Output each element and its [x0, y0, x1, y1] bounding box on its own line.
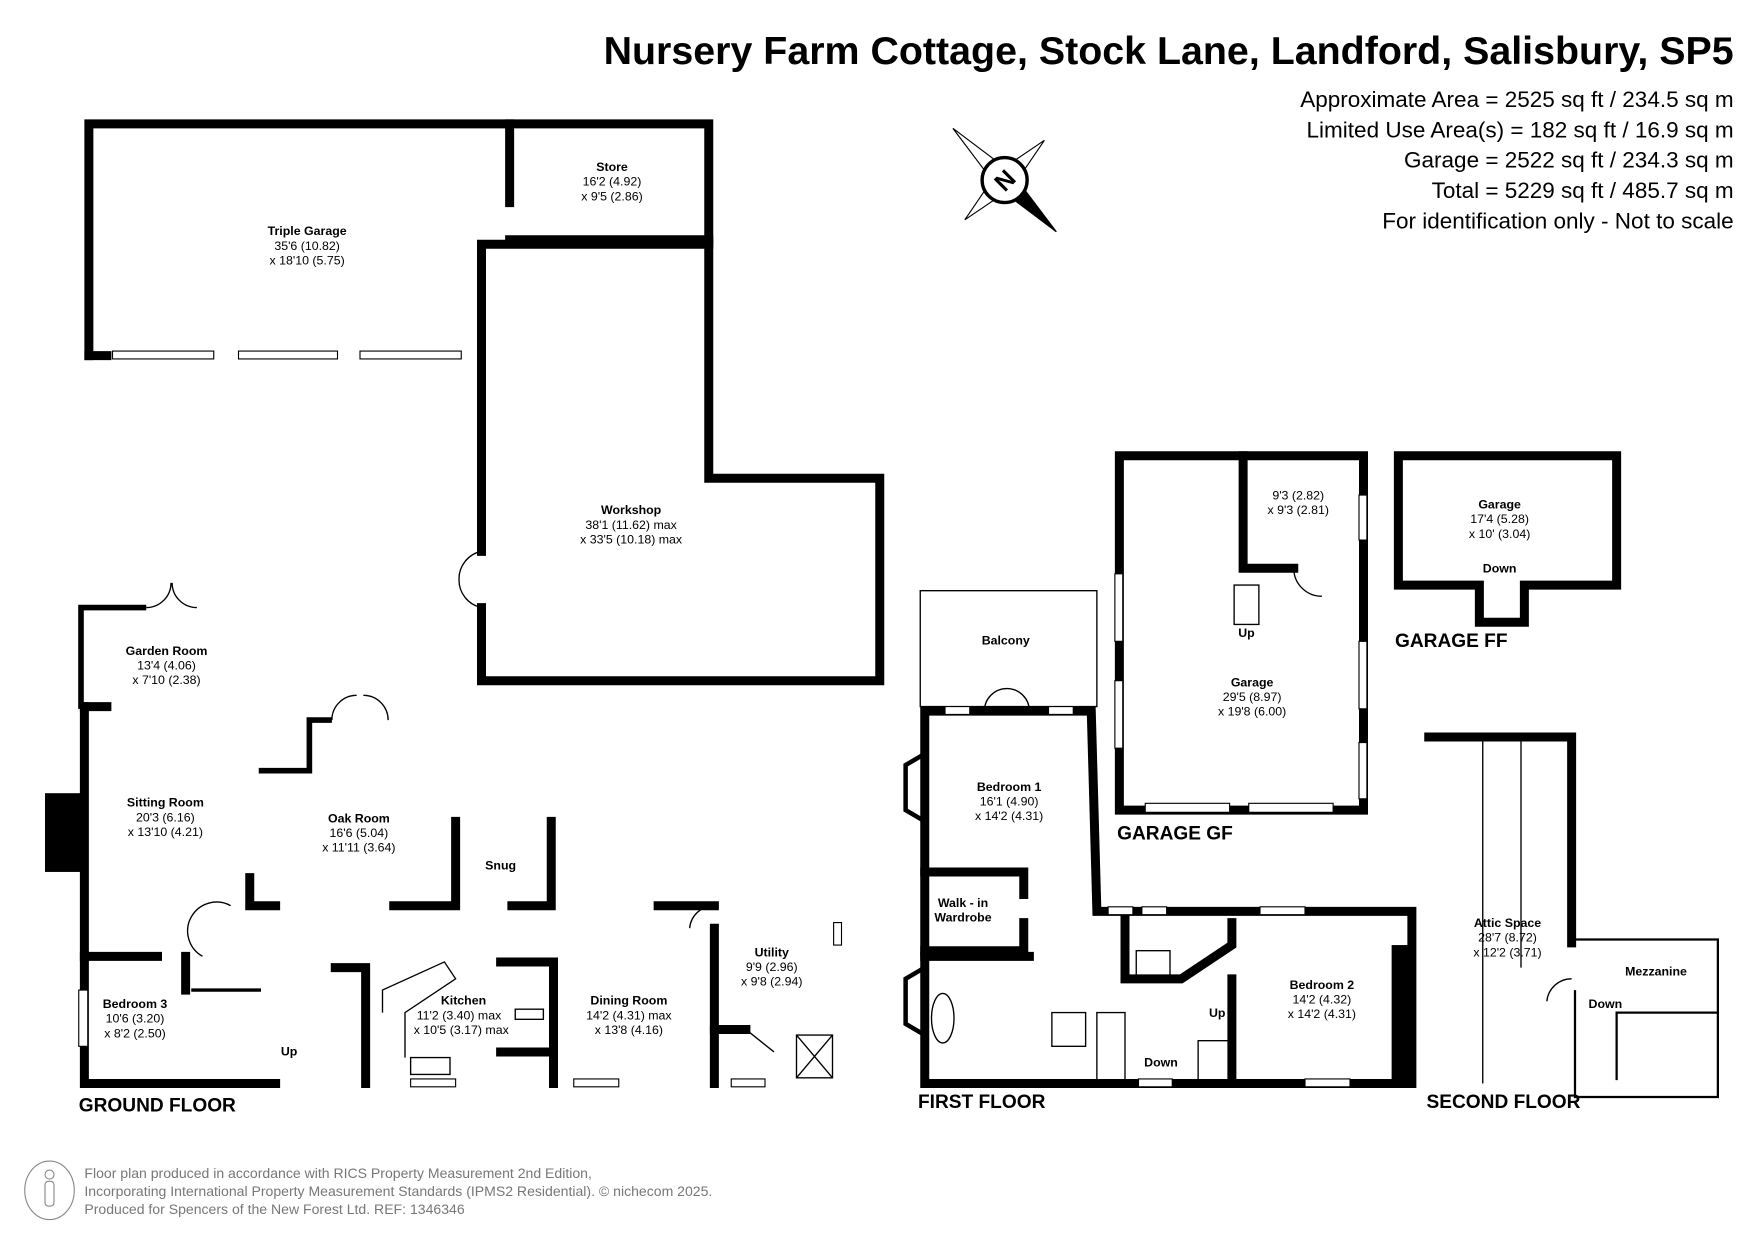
- svg-text:x 33'5 (10.18) max: x 33'5 (10.18) max: [580, 532, 683, 546]
- garage-ff-plan: [1393, 451, 1622, 627]
- footer-line-1: Floor plan produced in accordance with R…: [84, 1165, 592, 1181]
- garage-area: Garage = 2522 sq ft / 234.3 sq m: [1404, 148, 1734, 173]
- svg-text:Triple Garage: Triple Garage: [268, 224, 347, 238]
- svg-text:9'3 (2.82): 9'3 (2.82): [1272, 489, 1324, 503]
- svg-text:Bedroom 2: Bedroom 2: [1290, 978, 1355, 992]
- svg-text:Workshop: Workshop: [601, 503, 662, 517]
- person-icon: [24, 1160, 75, 1221]
- svg-text:13'4 (4.06): 13'4 (4.06): [137, 658, 196, 672]
- svg-text:Balcony: Balcony: [982, 634, 1030, 648]
- footer-line-3: Produced for Spencers of the New Forest …: [84, 1201, 464, 1217]
- svg-text:Kitchen: Kitchen: [441, 994, 486, 1008]
- svg-text:x 9'3 (2.81): x 9'3 (2.81): [1268, 503, 1329, 517]
- svg-text:x 10'5 (3.17) max: x 10'5 (3.17) max: [414, 1023, 510, 1037]
- stairs-down-garage-ff: Down: [1483, 562, 1517, 576]
- property-title: Nursery Farm Cottage, Stock Lane, Landfo…: [604, 29, 1734, 73]
- compass-icon: N: [952, 127, 1057, 233]
- svg-text:Garden Room: Garden Room: [126, 644, 208, 658]
- room-snug: Snug: [485, 859, 516, 873]
- svg-text:Utility: Utility: [755, 945, 789, 959]
- footer-line-2: Incorporating International Property Mea…: [84, 1183, 712, 1199]
- svg-text:x 8'2 (2.50): x 8'2 (2.50): [104, 1026, 165, 1040]
- svg-text:x 14'2 (4.31): x 14'2 (4.31): [975, 809, 1043, 823]
- total-area: Total = 5229 sq ft / 485.7 sq m: [1432, 178, 1734, 203]
- room-bedroom-1: Bedroom 116'1 (4.90)x 14'2 (4.31): [975, 780, 1043, 823]
- svg-text:Store: Store: [596, 160, 628, 174]
- svg-text:x 11'11 (3.64): x 11'11 (3.64): [322, 841, 395, 855]
- svg-text:17'4 (5.28): 17'4 (5.28): [1470, 512, 1529, 526]
- svg-text:9'9 (2.96): 9'9 (2.96): [746, 960, 798, 974]
- room-garage-gf-small: 9'3 (2.82)x 9'3 (2.81): [1268, 489, 1329, 518]
- svg-text:x 18'10 (5.75): x 18'10 (5.75): [270, 253, 345, 267]
- svg-text:x 13'10 (4.21): x 13'10 (4.21): [128, 825, 203, 839]
- svg-text:x 10' (3.04): x 10' (3.04): [1469, 527, 1530, 541]
- svg-text:Garage: Garage: [1231, 675, 1274, 689]
- svg-text:Bedroom 3: Bedroom 3: [103, 997, 168, 1011]
- room-mezzanine: Mezzanine: [1625, 964, 1687, 978]
- stairs-up-garage: Up: [1238, 626, 1255, 640]
- svg-text:Sitting Room: Sitting Room: [127, 796, 204, 810]
- floor-label-garage-gf: GARAGE GF: [1117, 823, 1233, 844]
- floor-label-garage-ff: GARAGE FF: [1395, 631, 1508, 652]
- svg-text:10'6 (3.20): 10'6 (3.20): [106, 1012, 165, 1026]
- svg-text:x 12'2 (3.71): x 12'2 (3.71): [1473, 945, 1541, 959]
- garage-gf-plan: [1114, 451, 1368, 815]
- svg-text:35'6 (10.82): 35'6 (10.82): [274, 239, 340, 253]
- svg-text:x 14'2 (4.31): x 14'2 (4.31): [1288, 1007, 1356, 1021]
- ground-floor-plan: [45, 119, 885, 1088]
- svg-text:x 9'8 (2.94): x 9'8 (2.94): [741, 975, 802, 989]
- svg-text:11'2 (3.40) max: 11'2 (3.40) max: [417, 1008, 502, 1022]
- svg-text:Bedroom 1: Bedroom 1: [977, 780, 1042, 794]
- svg-text:Wardrobe: Wardrobe: [934, 910, 991, 924]
- disclaimer: For identification only - Not to scale: [1382, 208, 1733, 233]
- floor-label-first: FIRST FLOOR: [918, 1092, 1046, 1113]
- svg-text:Dining Room: Dining Room: [590, 994, 667, 1008]
- approx-area: Approximate Area = 2525 sq ft / 234.5 sq…: [1300, 87, 1733, 112]
- svg-text:14'2 (4.31) max: 14'2 (4.31) max: [586, 1008, 672, 1022]
- limited-use-area: Limited Use Area(s) = 182 sq ft / 16.9 s…: [1307, 117, 1734, 142]
- svg-text:x 13'8 (4.16): x 13'8 (4.16): [595, 1023, 663, 1037]
- room-bedroom-2: Bedroom 214'2 (4.32)x 14'2 (4.31): [1288, 978, 1356, 1021]
- svg-text:16'1 (4.90): 16'1 (4.90): [980, 795, 1039, 809]
- room-balcony: Balcony: [982, 634, 1030, 648]
- svg-text:16'6 (5.04): 16'6 (5.04): [330, 826, 389, 840]
- first-floor-plan: [903, 590, 1417, 1088]
- svg-text:Oak Room: Oak Room: [328, 811, 390, 825]
- svg-text:28'7 (8.72): 28'7 (8.72): [1478, 931, 1537, 945]
- stairs-up-first: Up: [1209, 1006, 1226, 1020]
- svg-text:38'1 (11.62) max: 38'1 (11.62) max: [585, 518, 677, 532]
- svg-text:Mezzanine: Mezzanine: [1625, 964, 1687, 978]
- svg-text:14'2 (4.32): 14'2 (4.32): [1293, 993, 1352, 1007]
- svg-text:29'5 (8.97): 29'5 (8.97): [1223, 690, 1282, 704]
- svg-text:Garage: Garage: [1478, 498, 1521, 512]
- stairs-down-second: Down: [1589, 997, 1623, 1011]
- floor-label-ground: GROUND FLOOR: [79, 1096, 236, 1117]
- svg-text:Walk - in: Walk - in: [938, 896, 988, 910]
- svg-text:x 9'5 (2.86): x 9'5 (2.86): [581, 189, 642, 203]
- second-floor-plan: [1424, 732, 1719, 1099]
- svg-text:Attic Space: Attic Space: [1474, 916, 1541, 930]
- svg-text:16'2 (4.92): 16'2 (4.92): [583, 175, 642, 189]
- svg-text:Snug: Snug: [485, 859, 516, 873]
- floor-label-second: SECOND FLOOR: [1427, 1092, 1581, 1113]
- svg-text:x 19'8 (6.00): x 19'8 (6.00): [1218, 705, 1286, 719]
- stairs-up-ground: Up: [281, 1044, 298, 1058]
- svg-text:x 7'10 (2.38): x 7'10 (2.38): [132, 673, 200, 687]
- room-bedroom-3: Bedroom 310'6 (3.20)x 8'2 (2.50): [103, 997, 168, 1040]
- stairs-down-first: Down: [1144, 1056, 1178, 1070]
- svg-text:20'3 (6.16): 20'3 (6.16): [136, 810, 195, 824]
